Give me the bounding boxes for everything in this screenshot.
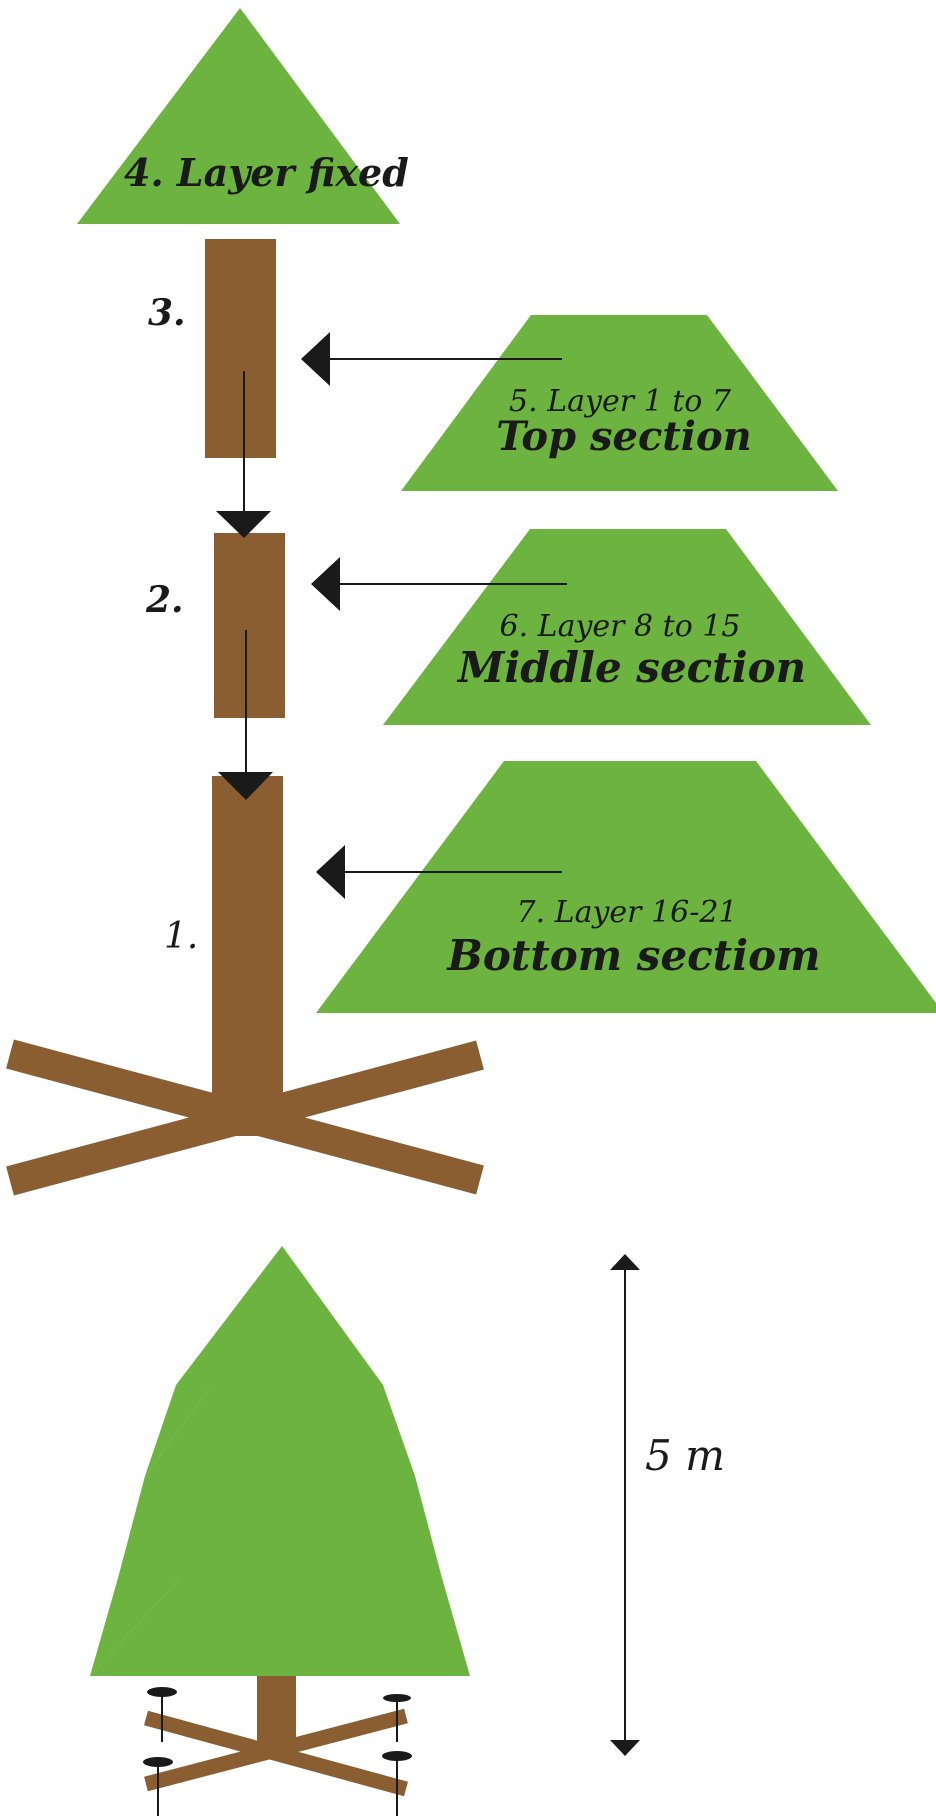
middle-section-trapezoid: [383, 529, 871, 725]
middle-section-name: Middle section: [456, 643, 806, 692]
trunk-segment-2: [214, 533, 285, 718]
top-section-arrow-head: [301, 332, 330, 386]
top-section-layers: 5. Layer 1 to 7: [509, 384, 732, 419]
ground-peg-front-left: [147, 1687, 177, 1742]
middle-section-arrow-head: [311, 557, 340, 611]
height-dimension-label: 5 m: [645, 1431, 725, 1480]
crown-triangle: [77, 8, 400, 224]
assembled-trunk: [257, 1674, 296, 1746]
segment-2-number: 2.: [145, 579, 184, 621]
middle-section-layers: 6. Layer 8 to 15: [500, 609, 741, 644]
bottom-section-arrow-head: [316, 845, 345, 899]
top-section-name: Top section: [496, 413, 752, 460]
crown-label: 4. Layer fixed: [124, 150, 409, 195]
trunk-segment-1: [212, 776, 283, 1136]
segment-3-number: 3.: [148, 292, 186, 334]
height-dimension-arrow-down: [610, 1740, 640, 1756]
bottom-section-trapezoid: [316, 761, 936, 1013]
ground-peg-front-right: [383, 1694, 411, 1742]
trunk-segment-3: [205, 239, 276, 458]
assembled-tier-top: [176, 1246, 383, 1385]
ground-peg-back-right: [382, 1751, 412, 1816]
bottom-section-layers: 7. Layer 16-21: [516, 895, 737, 930]
assembled-tier-shoulder-1: [90, 1385, 212, 1676]
assembled-tier-upper-middle: [145, 1385, 415, 1476]
assembled-stand-beam-right: [144, 1708, 408, 1792]
insert-arrow-2-to-1-head: [218, 772, 273, 800]
assembled-tier-bottom: [90, 1578, 470, 1676]
segment-1-number: 1.: [164, 916, 198, 957]
bottom-section-name: Bottom sectiom: [446, 931, 820, 980]
height-dimension-arrow-up: [610, 1254, 640, 1270]
stand-beam-right: [6, 1040, 484, 1196]
insert-arrow-3-to-2-head: [216, 511, 271, 538]
ground-peg-back-left: [143, 1757, 173, 1816]
assembled-tier-lower-middle: [118, 1476, 442, 1578]
